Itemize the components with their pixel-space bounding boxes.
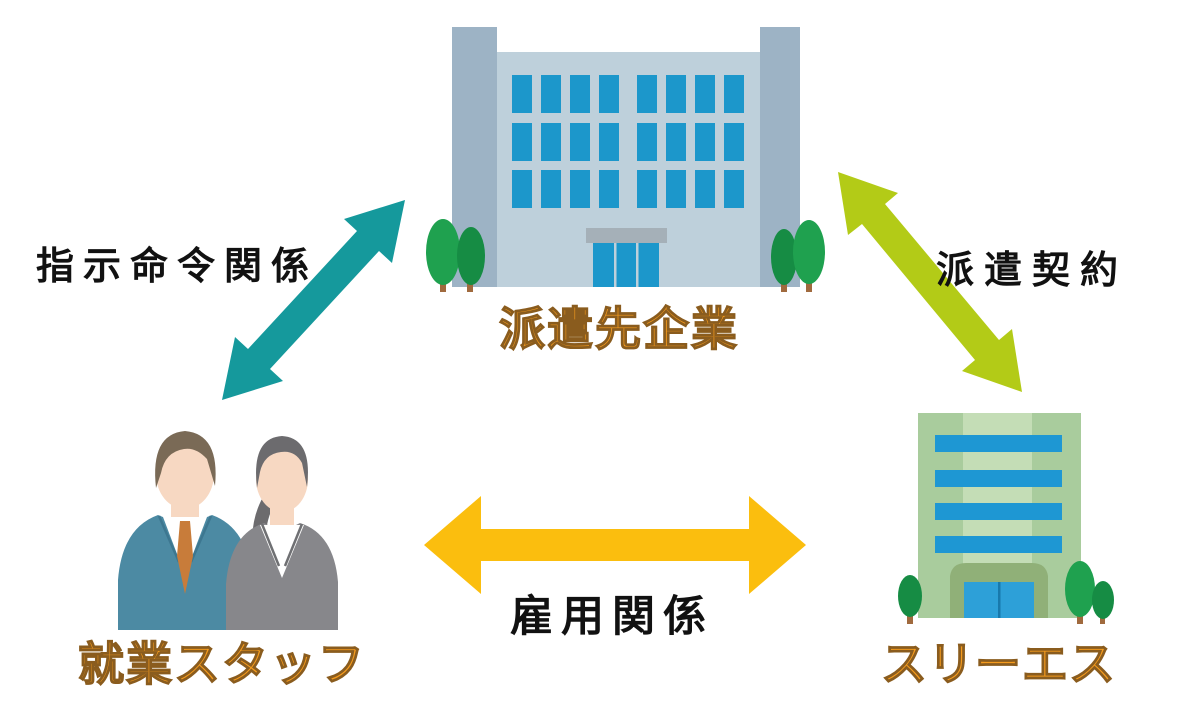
staff-illustration: [118, 431, 338, 630]
arrow-instruction-relation: [222, 200, 405, 400]
node-label-agency: スリーエス: [880, 638, 1116, 690]
agency-building-illustration: [898, 413, 1114, 624]
arrow-employment-relation: [424, 496, 806, 594]
node-label-client-company: 派遣先企業: [498, 303, 739, 355]
trees-around-agency: [898, 561, 1114, 624]
man-figure: [118, 431, 252, 630]
trees-left-of-building: [426, 219, 485, 292]
building-entrance-canopy: [586, 228, 667, 243]
agency-entrance-canopy: [950, 563, 1048, 582]
woman-figure: [226, 436, 338, 630]
building-entrance-door: [593, 243, 659, 287]
trees-right-of-building: [771, 220, 825, 292]
client-company-building-illustration: [426, 27, 825, 292]
agency-window-bands: [935, 435, 1062, 553]
relation-label-instruction: 指示命令関係: [36, 246, 319, 288]
building-window-grid: [512, 75, 744, 208]
relation-label-employment: 雇用関係: [510, 593, 714, 641]
relation-label-dispatch-contract: 派遣契約: [936, 250, 1129, 292]
arrow-dispatch-contract: [838, 172, 1022, 392]
node-label-staff: 就業スタッフ: [77, 638, 366, 690]
